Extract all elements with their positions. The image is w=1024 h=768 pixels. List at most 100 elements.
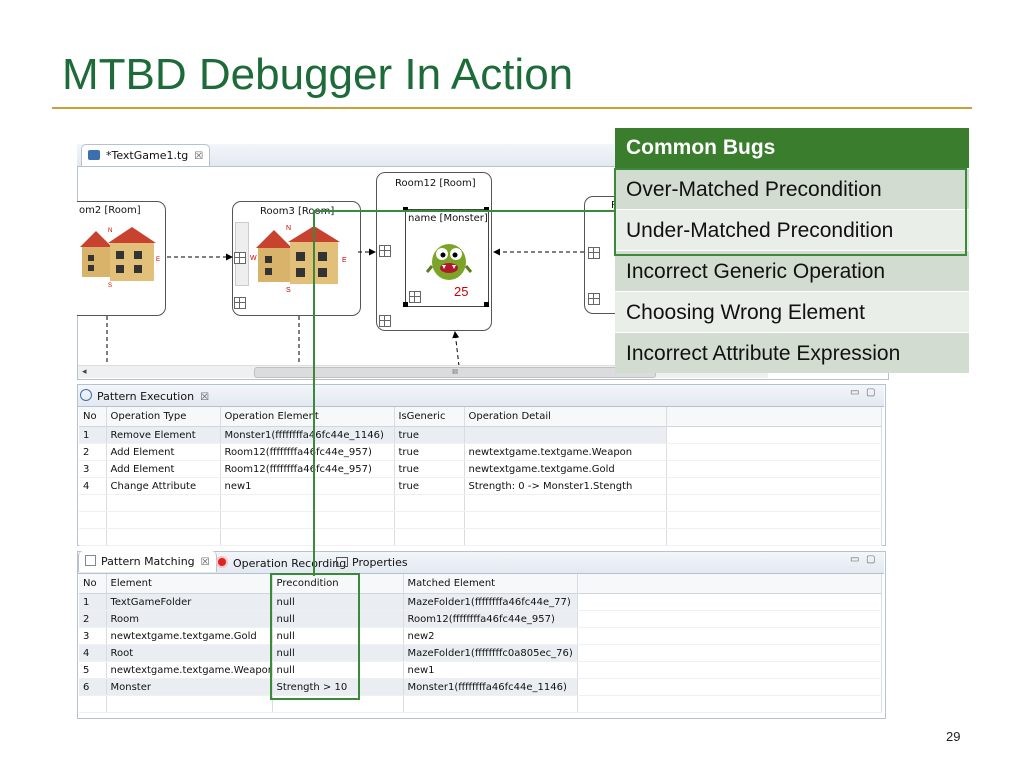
cell: newtextgame.textgame.Weapon bbox=[464, 443, 667, 461]
cell: newtextgame.textgame.Weapon bbox=[106, 661, 273, 679]
column-header[interactable]: Matched Element bbox=[403, 574, 578, 594]
expand-icon[interactable] bbox=[379, 245, 391, 257]
column-header[interactable]: Precondition bbox=[272, 574, 404, 594]
column-header[interactable]: IsGeneric bbox=[394, 407, 465, 427]
cell: Add Element bbox=[106, 443, 221, 461]
diagram-file-icon bbox=[88, 150, 100, 160]
diagram-connectors bbox=[106, 248, 584, 366]
expand-icon[interactable] bbox=[588, 293, 600, 305]
table-row[interactable]: 5 newtextgame.textgame.Weapon null new1 bbox=[79, 661, 882, 679]
tab-label: *TextGame1.tg bbox=[106, 149, 189, 162]
tab-properties[interactable]: Properties bbox=[336, 556, 408, 569]
expand-icon[interactable] bbox=[234, 252, 246, 264]
column-header[interactable]: Operation Detail bbox=[464, 407, 667, 427]
column-header[interactable]: No bbox=[79, 574, 107, 594]
tab-operation-recording[interactable]: Operation Recording bbox=[216, 556, 346, 570]
table-row[interactable]: 3 newtextgame.textgame.Gold null new2 bbox=[79, 627, 882, 645]
cell: new2 bbox=[403, 627, 578, 645]
monster-title: name [Monster] bbox=[408, 213, 488, 224]
pattern-execution-table: No Operation Type Operation Element IsGe… bbox=[79, 407, 882, 546]
svg-text:W: W bbox=[250, 255, 257, 262]
column-header[interactable]: Operation Type bbox=[106, 407, 221, 427]
page-number: 29 bbox=[946, 729, 961, 744]
column-header[interactable]: Operation Element bbox=[220, 407, 395, 427]
cell: 5 bbox=[79, 661, 107, 679]
cell: Monster1(ffffffffa46fc44e_1146) bbox=[220, 426, 395, 444]
cell bbox=[577, 610, 882, 628]
column-header[interactable]: No bbox=[79, 407, 107, 427]
table-row[interactable]: 1 TextGameFolder null MazeFolder1(ffffff… bbox=[79, 593, 882, 611]
cell: Strength: 0 -> Monster1.Stength bbox=[464, 477, 667, 495]
cell bbox=[666, 477, 882, 495]
svg-text:E: E bbox=[156, 257, 160, 263]
cell bbox=[577, 678, 882, 696]
precondition-highlight-box bbox=[270, 573, 360, 700]
cell: true bbox=[394, 460, 465, 478]
cell: Strength > 10 bbox=[272, 678, 404, 696]
selection-handle[interactable] bbox=[484, 302, 489, 307]
cell: true bbox=[394, 477, 465, 495]
bug-item-attribute-expression: Incorrect Attribute Expression bbox=[615, 332, 969, 373]
close-icon[interactable]: ☒ bbox=[194, 151, 204, 162]
cell: Change Attribute bbox=[106, 477, 221, 495]
cell: 1 bbox=[79, 426, 107, 444]
minimize-icon[interactable]: ▭ bbox=[850, 554, 860, 565]
room3-title: Room3 [Room] bbox=[260, 206, 335, 217]
bug-item-over-matched: Over-Matched Precondition bbox=[615, 168, 969, 209]
selection-handle[interactable] bbox=[403, 207, 408, 212]
table-row[interactable]: 3 Add Element Room12(ffffffffa46fc44e_95… bbox=[79, 460, 882, 478]
cell: Root bbox=[106, 644, 273, 662]
room2-title: om2 [Room] bbox=[79, 205, 141, 216]
table-row[interactable]: 4 Change Attribute new1 true Strength: 0… bbox=[79, 477, 882, 495]
expand-icon[interactable] bbox=[234, 297, 246, 309]
close-icon[interactable]: ☒ bbox=[200, 557, 210, 568]
column-header[interactable]: Element bbox=[106, 574, 273, 594]
scroll-left-icon[interactable]: ◂ bbox=[82, 366, 87, 376]
tab-label: Pattern Execution bbox=[97, 390, 195, 403]
close-icon[interactable]: ☒ bbox=[200, 392, 210, 403]
execution-icon bbox=[80, 389, 92, 401]
cell bbox=[577, 627, 882, 645]
horizontal-scrollbar[interactable]: ◂ III bbox=[78, 365, 768, 378]
highlight-connector bbox=[313, 210, 616, 212]
bug-item-wrong-element: Choosing Wrong Element bbox=[615, 291, 969, 332]
cell bbox=[577, 644, 882, 662]
cell: newtextgame.textgame.Gold bbox=[106, 627, 273, 645]
cell: Monster bbox=[106, 678, 273, 696]
selection-handle[interactable] bbox=[403, 302, 408, 307]
cell: 3 bbox=[79, 627, 107, 645]
cell: Add Element bbox=[106, 460, 221, 478]
expand-icon[interactable] bbox=[409, 291, 421, 303]
table-row bbox=[79, 494, 882, 512]
cell: null bbox=[272, 610, 404, 628]
column-header bbox=[577, 574, 882, 594]
cell: new1 bbox=[220, 477, 395, 495]
tab-pattern-matching[interactable]: Pattern Matching☒ bbox=[78, 551, 217, 572]
cell: 6 bbox=[79, 678, 107, 696]
table-row[interactable]: 2 Add Element Room12(ffffffffa46fc44e_95… bbox=[79, 443, 882, 461]
cell: 1 bbox=[79, 593, 107, 611]
maximize-icon[interactable]: ▢ bbox=[866, 554, 876, 565]
cell: Remove Element bbox=[106, 426, 221, 444]
table-row[interactable]: 6 Monster Strength > 10 Monster1(fffffff… bbox=[79, 678, 882, 696]
tab-textgame1[interactable]: *TextGame1.tg ☒ bbox=[81, 144, 211, 166]
record-icon bbox=[216, 556, 228, 568]
cell: Room12(ffffffffa46fc44e_957) bbox=[403, 610, 578, 628]
table-row[interactable]: 1 Remove Element Monster1(ffffffffa46fc4… bbox=[79, 426, 882, 444]
maximize-icon[interactable]: ▢ bbox=[866, 387, 876, 398]
cell bbox=[464, 426, 667, 444]
tab-pattern-execution[interactable]: Pattern Execution ☒ bbox=[80, 389, 209, 403]
expand-icon[interactable] bbox=[379, 315, 391, 327]
expand-icon[interactable] bbox=[588, 247, 600, 259]
svg-text:N: N bbox=[286, 225, 291, 232]
table-row bbox=[79, 695, 882, 713]
monster-node[interactable]: name [Monster] 25 bbox=[403, 207, 489, 307]
cell: 2 bbox=[79, 610, 107, 628]
selection-handle[interactable] bbox=[484, 207, 489, 212]
table-row[interactable]: 2 Room null Room12(ffffffffa46fc44e_957) bbox=[79, 610, 882, 628]
table-row[interactable]: 4 Root null MazeFolder1(ffffffffc0a805ec… bbox=[79, 644, 882, 662]
cell bbox=[666, 443, 882, 461]
svg-text:S: S bbox=[108, 283, 112, 289]
table-header-row: No Operation Type Operation Element IsGe… bbox=[79, 407, 882, 427]
minimize-icon[interactable]: ▭ bbox=[850, 387, 860, 398]
